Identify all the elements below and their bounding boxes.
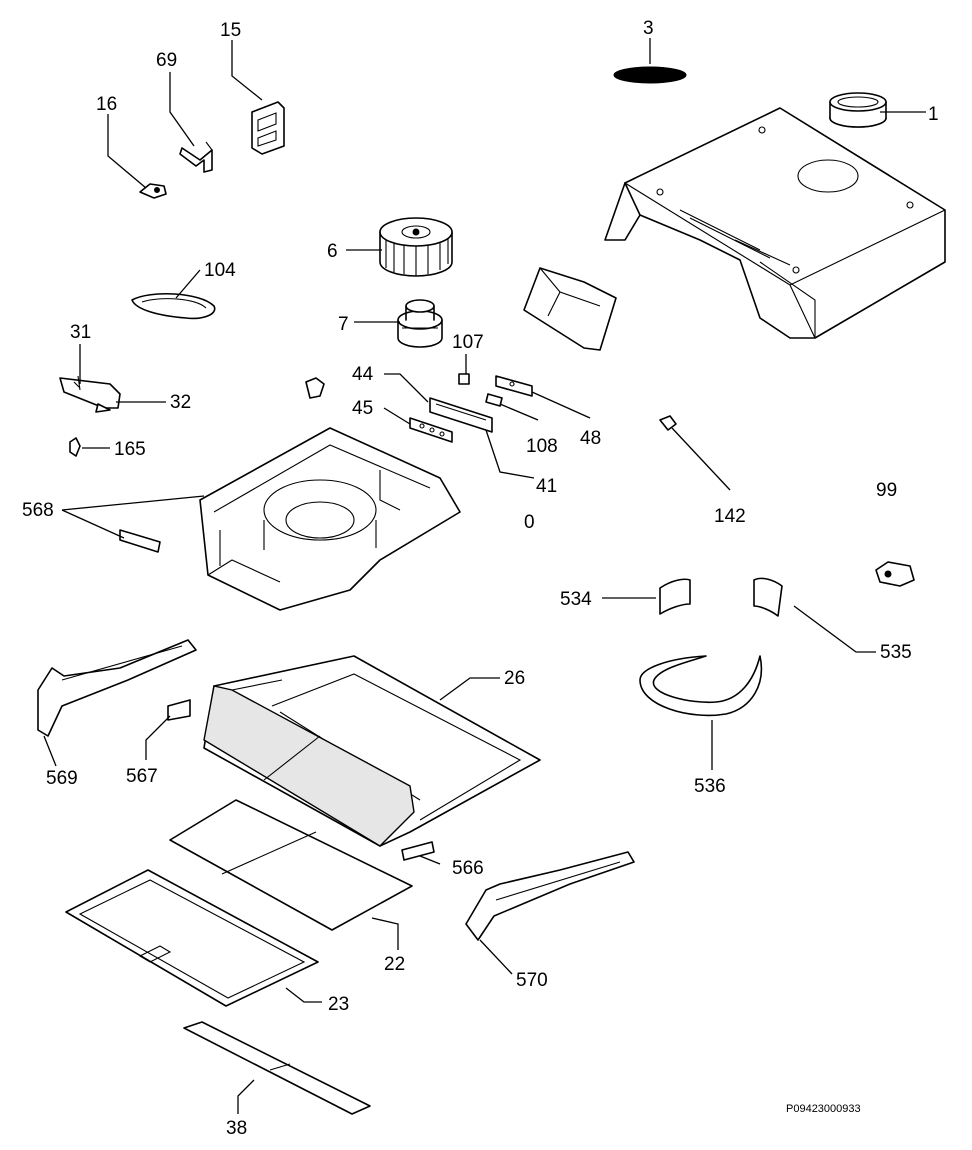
part-165-screw <box>69 437 81 457</box>
callout-566: 566 <box>452 858 484 879</box>
part-104-gasket <box>131 292 216 320</box>
callout-45: 45 <box>352 398 373 419</box>
part-570-trim-right <box>465 851 635 941</box>
callout-567: 567 <box>126 766 158 787</box>
part-107-clip <box>458 373 470 385</box>
callout-536: 536 <box>694 776 726 797</box>
part-108-clip <box>485 393 503 407</box>
callout-1: 1 <box>928 104 939 125</box>
callout-6: 6 <box>327 241 338 262</box>
part-mount-bracket <box>523 267 617 351</box>
drawing-code: P09423000933 <box>786 1103 861 1115</box>
callout-568: 568 <box>22 500 54 521</box>
callout-570: 570 <box>516 970 548 991</box>
part-142-connector <box>659 415 677 431</box>
callout-534: 534 <box>560 589 592 610</box>
part-569-trim-left <box>37 639 197 737</box>
callout-26: 26 <box>504 668 525 689</box>
part-534-shield <box>659 578 691 615</box>
callout-569: 569 <box>46 768 78 789</box>
part-535-shield <box>753 577 783 617</box>
part-6-blower-wheel <box>379 217 453 277</box>
callout-31: 31 <box>70 322 91 343</box>
part-clip-small <box>305 377 325 399</box>
callout-107: 107 <box>452 332 484 353</box>
callout-99: 99 <box>876 480 897 501</box>
callout-44: 44 <box>352 364 374 385</box>
part-15-bracket <box>251 101 285 155</box>
callout-48: 48 <box>580 428 601 449</box>
callout-15: 15 <box>220 20 241 41</box>
part-1-duct-collar <box>829 92 887 128</box>
callout-104: 104 <box>204 260 236 281</box>
part-567-piece <box>167 699 191 721</box>
part-566-strip <box>401 841 435 861</box>
part-16-pin <box>139 183 167 199</box>
callout-535: 535 <box>880 642 912 663</box>
callout-38: 38 <box>226 1118 247 1139</box>
part-568-clip <box>119 529 161 553</box>
part-22-filter-mat <box>169 799 413 931</box>
part-99-terminal <box>875 561 915 587</box>
callout-16: 16 <box>96 94 117 115</box>
callout-3: 3 <box>643 18 654 39</box>
callout-142: 142 <box>714 506 746 527</box>
callout-7: 7 <box>338 314 349 335</box>
leader-lines <box>43 38 926 1114</box>
callout-69: 69 <box>156 50 177 71</box>
part-38-clip-strip <box>183 1021 371 1115</box>
part-3-black-cap <box>613 66 687 84</box>
callout-23: 23 <box>328 994 349 1015</box>
callout-108: 108 <box>526 436 558 457</box>
part-536-band <box>639 655 763 717</box>
callout-22: 22 <box>384 954 405 975</box>
callout-165: 165 <box>114 439 146 460</box>
part-31-32-switch <box>59 375 121 413</box>
part-48-strip <box>495 375 533 397</box>
part-26-front-panel <box>203 655 541 847</box>
callout-32: 32 <box>170 392 191 413</box>
part-41-control-panel <box>429 397 493 433</box>
callout-41: 41 <box>536 476 557 497</box>
part-69-clip <box>179 141 213 173</box>
part-chassis-frame <box>199 427 461 611</box>
hood-housing <box>604 107 946 339</box>
callout-0: 0 <box>524 512 535 533</box>
part-23-grease-filter <box>65 869 319 1007</box>
part-7-motor <box>397 299 443 348</box>
part-45-switch-plate <box>409 417 453 443</box>
